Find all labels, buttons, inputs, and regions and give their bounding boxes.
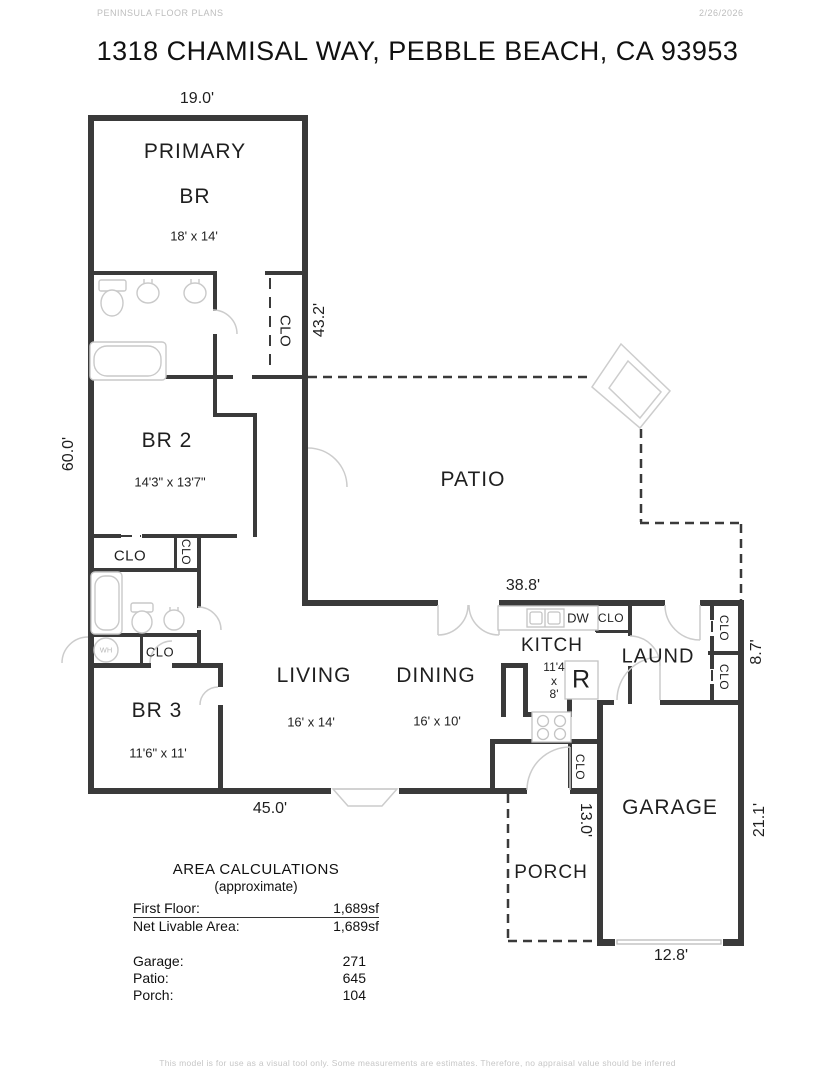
dimension-garage-height: 21.1'	[751, 802, 768, 838]
room-label-porch: PORCH	[514, 862, 588, 883]
refrigerator-label: R	[571, 665, 591, 694]
closet-label: CLO	[113, 547, 147, 565]
closet-label: CLO	[145, 644, 175, 660]
toilet-bowl-2	[131, 610, 153, 634]
garage-door	[615, 937, 723, 948]
area-row-label: First Floor:	[133, 900, 200, 916]
area-row-value: 645	[342, 970, 366, 986]
dimension-primary-width: 19.0'	[179, 90, 215, 107]
area-row-value: 104	[342, 987, 366, 1003]
closet-label: CLO	[597, 611, 625, 625]
door-swings	[61, 309, 701, 791]
room-label-br3: BR 3	[131, 699, 183, 722]
room-label-br2: BR 2	[141, 429, 193, 452]
area-calculations-subtitle: (approximate)	[214, 879, 298, 894]
dimension-porch-height: 13.0'	[577, 802, 594, 838]
patio-porch-dashed-boundary	[308, 375, 743, 943]
sink-2	[163, 609, 185, 631]
room-dims-dining: 16' x 10'	[413, 713, 461, 729]
room-dims-br2: 14'3" x 13'7"	[134, 474, 206, 490]
exterior-walls	[88, 115, 744, 946]
spa-feature	[591, 342, 672, 430]
dimension-garage-width: 12.8'	[653, 947, 689, 964]
area-row-patio: Patio: 645	[133, 970, 379, 987]
kitchen-fixtures	[497, 605, 599, 743]
area-row-value: 1,689sf	[333, 918, 379, 934]
dimension-left-height: 60.0'	[60, 436, 77, 472]
room-label-patio: PATIO	[440, 468, 506, 491]
area-calculations: AREA CALCULATIONS (approximate) First Fl…	[133, 861, 379, 1004]
bathroom-fixtures	[89, 279, 207, 663]
dimension-laundry-height: 8.7'	[748, 639, 765, 665]
closet-label: CLO	[276, 314, 294, 348]
dimension-upper-right-height: 43.2'	[311, 302, 328, 338]
toilet-bowl	[100, 289, 124, 317]
disclaimer-text: This model is for use as a visual tool o…	[159, 1058, 676, 1068]
room-dims-primary: 18' x 14'	[170, 228, 218, 244]
area-row-net-livable: Net Livable Area: 1,689sf	[133, 918, 379, 935]
area-row-porch: Porch: 104	[133, 987, 379, 1004]
room-dims-br3: 11'6" x 11'	[129, 745, 187, 761]
room-label-garage: GARAGE	[622, 796, 718, 819]
area-calculations-title: AREA CALCULATIONS	[172, 861, 340, 878]
room-label-laundry: LAUND	[621, 645, 695, 668]
area-row-value: 1,689sf	[333, 900, 379, 916]
room-label-primary-line2: BR	[179, 185, 211, 208]
water-heater-label: WH	[99, 645, 113, 655]
dimension-lower-width: 45.0'	[252, 800, 288, 817]
sink	[183, 282, 207, 304]
area-row-first-floor: First Floor: 1,689sf	[133, 900, 379, 918]
room-label-dining: DINING	[396, 664, 476, 687]
closet-label: CLO	[573, 753, 587, 781]
room-dims-kitchen-line2: x	[551, 674, 557, 688]
closet-label: CLO	[717, 663, 731, 691]
area-row-label: Porch:	[133, 987, 174, 1003]
area-row-value: 271	[342, 953, 366, 969]
closet-bifold-doors	[121, 278, 713, 683]
room-label-primary-line1: PRIMARY	[143, 140, 247, 163]
dishwasher-label: DW	[567, 610, 589, 626]
room-dims-kitchen-line3: 8'	[549, 687, 559, 701]
bay-window	[331, 780, 399, 817]
company-name: PENINSULA FLOOR PLANS	[97, 8, 224, 18]
stove	[531, 711, 572, 743]
sink	[136, 282, 160, 304]
room-dims-kitchen-line1: 11'4	[543, 660, 565, 674]
area-row-label: Patio:	[133, 970, 169, 986]
room-label-kitchen: KITCH	[521, 635, 583, 656]
plan-date: 2/26/2026	[699, 8, 744, 18]
refrigerator-box	[564, 660, 599, 700]
room-dims-living: 16' x 14'	[287, 714, 335, 730]
area-row-label: Net Livable Area:	[133, 918, 240, 934]
address-title: 1318 CHAMISAL WAY, PEBBLE BEACH, CA 9395…	[96, 36, 739, 66]
closet-label: CLO	[179, 538, 193, 566]
area-row-label: Garage:	[133, 953, 184, 969]
closet-label: CLO	[717, 614, 731, 642]
room-label-living: LIVING	[276, 664, 352, 687]
dimension-patio-width: 38.8'	[505, 577, 541, 594]
area-row-garage: Garage: 271	[133, 953, 379, 970]
water-heater-circle	[93, 637, 119, 663]
